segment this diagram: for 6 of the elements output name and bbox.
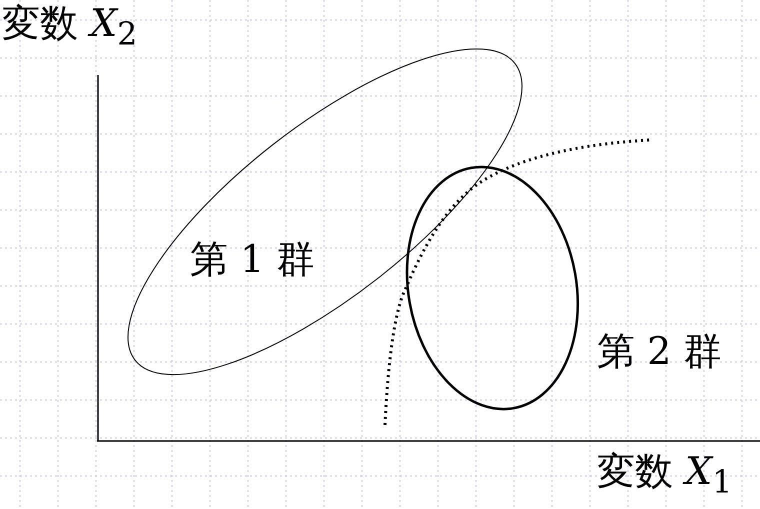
group-label: 第 1 群 (190, 240, 314, 278)
group-ellipse (128, 49, 522, 375)
group-ellipse (406, 166, 578, 410)
axis-label: 変数 X$_{2}$ (2, 4, 138, 52)
group-label: 第 2 群 (597, 332, 722, 370)
axis-label: 変数 X$_{1}$ (597, 452, 732, 500)
